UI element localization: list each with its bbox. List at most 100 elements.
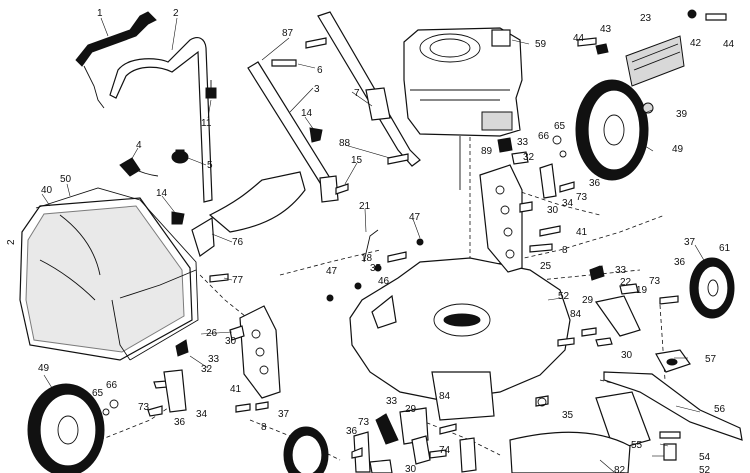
callout: 36 xyxy=(674,257,686,268)
callout: 73 xyxy=(138,402,150,413)
callout: 2 xyxy=(173,8,179,19)
callout: 65 xyxy=(554,121,566,132)
callout: 30 xyxy=(547,205,559,216)
callout: 33 xyxy=(208,354,220,365)
wheel-rear-left-49 xyxy=(27,383,105,473)
leader-lines xyxy=(41,17,706,473)
callout: 84 xyxy=(570,309,582,320)
callout: 76 xyxy=(232,237,244,248)
callout: 61 xyxy=(719,243,731,254)
callout: 22 xyxy=(620,277,632,288)
callout: 59 xyxy=(535,39,547,50)
callout: 36 xyxy=(346,426,358,437)
control-bail-lever xyxy=(75,11,157,109)
callout: 44 xyxy=(723,39,735,50)
callout: 33 xyxy=(517,137,529,148)
callout: 32 xyxy=(523,152,535,163)
callout: 43 xyxy=(600,24,612,35)
callout: 88 xyxy=(339,138,351,149)
blade xyxy=(603,371,743,441)
callout-numbers: 1 2 87 6 3 7 11 14 4 5 14 40 50 2 88 15 … xyxy=(6,8,735,473)
callout: 21 xyxy=(359,201,371,212)
baffle-56 xyxy=(595,391,651,451)
lower-handle-right xyxy=(317,11,421,167)
callout: 41 xyxy=(576,227,588,238)
callout: 57 xyxy=(705,354,717,365)
front-baffle-82 xyxy=(509,431,631,473)
grass-bag xyxy=(19,197,193,361)
upper-handle xyxy=(109,37,213,203)
engine xyxy=(403,27,523,190)
callout: 36 xyxy=(174,417,186,428)
callout: 6 xyxy=(317,65,323,76)
handle-knob-4 xyxy=(119,157,159,177)
callout: 25 xyxy=(540,261,552,272)
handle-knob-5 xyxy=(171,149,189,164)
callout: 26 xyxy=(206,328,218,339)
callout: 5 xyxy=(207,160,213,171)
callout: 77 xyxy=(232,275,244,286)
callout: 44 xyxy=(573,33,585,44)
callout: 84 xyxy=(439,391,451,402)
callout: 4 xyxy=(136,140,142,151)
callout: 73 xyxy=(358,417,370,428)
callout: 7 xyxy=(354,88,360,99)
callout: 41 xyxy=(230,384,242,395)
wheel-front-right-37 xyxy=(689,257,735,319)
rear-trail-shield xyxy=(625,35,685,87)
callout: 66 xyxy=(538,131,550,142)
callout: 29 xyxy=(405,404,417,415)
cable-tie-14 xyxy=(171,127,323,225)
callout: 73 xyxy=(576,192,588,203)
callout: 87 xyxy=(282,28,294,39)
wheel-front-left-37 xyxy=(283,426,329,473)
callout: 30 xyxy=(225,336,237,347)
callout: 1 xyxy=(97,8,103,19)
callout: 50 xyxy=(60,174,72,185)
callout: 82 xyxy=(614,465,626,473)
callout: 29 xyxy=(582,295,594,306)
callout: 15 xyxy=(351,155,363,166)
callout: 33 xyxy=(615,265,627,276)
callout: 35 xyxy=(562,410,574,421)
callout: 34 xyxy=(196,409,208,420)
callout: 19 xyxy=(636,285,648,296)
callout: 66 xyxy=(106,380,118,391)
lower-handle-left xyxy=(247,61,339,203)
callout: 8 xyxy=(261,422,267,433)
callout: 3 xyxy=(314,84,320,95)
callout: 14 xyxy=(301,108,313,119)
grass-bag-frame xyxy=(35,187,199,361)
callout: 23 xyxy=(640,13,652,24)
callout: 42 xyxy=(690,38,702,49)
rear-discharge-chute xyxy=(191,171,306,257)
callout: 34 xyxy=(562,198,574,209)
callout: 2 xyxy=(6,239,17,245)
callout: 35 xyxy=(370,263,382,274)
callout: 33 xyxy=(386,396,398,407)
callout: 47 xyxy=(409,212,421,223)
callout: 36 xyxy=(589,178,601,189)
mower-deck xyxy=(349,257,571,421)
callout: 18 xyxy=(361,253,373,264)
callout: 47 xyxy=(326,266,338,277)
callout: 40 xyxy=(41,185,53,196)
callout: 37 xyxy=(684,237,696,248)
callout: 49 xyxy=(672,144,684,155)
callout: 14 xyxy=(156,188,168,199)
callout: 39 xyxy=(676,109,688,120)
callout: 73 xyxy=(649,276,661,287)
callout: 11 xyxy=(201,118,212,129)
callout: 8 xyxy=(562,245,568,256)
wheel-rear-right-49 xyxy=(575,79,649,181)
callout: 46 xyxy=(378,276,390,287)
callout: 65 xyxy=(92,388,104,399)
callout: 74 xyxy=(439,445,451,456)
callout: 55 xyxy=(631,440,643,451)
callout: 30 xyxy=(405,464,417,473)
callout: 56 xyxy=(714,404,726,415)
callout: 52 xyxy=(699,465,711,473)
callout: 37 xyxy=(278,409,290,420)
height-adjuster-right xyxy=(479,164,523,273)
